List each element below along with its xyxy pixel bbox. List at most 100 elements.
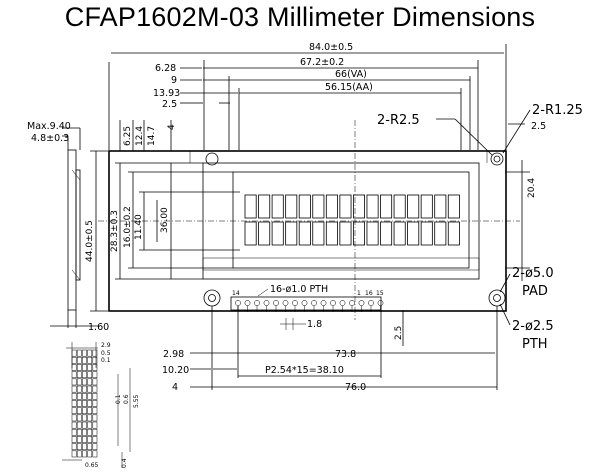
detail-dot	[87, 356, 93, 364]
pin-callout: 16-ø1.0 PTH	[270, 284, 328, 295]
detail-dot	[71, 364, 77, 371]
page-title: CFAP1602M-03 Millimeter Dimensions	[64, 2, 536, 32]
detail-dot	[87, 428, 93, 436]
detail-dot	[92, 400, 98, 407]
character-cell	[393, 221, 406, 246]
detail-dot	[76, 443, 82, 451]
character-cell	[312, 194, 325, 219]
pin-15-label: 15	[376, 290, 384, 297]
detail-dot	[76, 371, 82, 379]
character-detail	[71, 349, 98, 458]
detail-dot	[82, 400, 87, 407]
character-cell	[407, 194, 420, 219]
dim-r-offset: 2.5	[531, 121, 546, 132]
pin-16-label: 16	[365, 290, 373, 297]
detail-dot	[71, 356, 77, 364]
detail-05: 0.5	[101, 350, 111, 357]
dim-1393: 13.93	[153, 88, 180, 99]
pin-hole	[301, 300, 308, 306]
callout-pth-diameter: 2-ø2.5	[512, 319, 554, 334]
dim-4-bottom: 4	[172, 382, 178, 393]
detail-dot	[82, 385, 87, 393]
pin-hole	[330, 300, 336, 306]
callout-pad-diameter: 2-ø5.0	[512, 266, 554, 281]
pin-header-outline	[230, 296, 382, 311]
left-vertical-dimensions	[90, 120, 530, 312]
dim-width-66: 66(VA)	[335, 69, 367, 80]
dim-124: 12.4	[135, 126, 145, 146]
detail-dot	[76, 349, 82, 357]
dim-pin-offset: 2.5	[394, 326, 404, 340]
character-cell	[407, 221, 420, 246]
pin-1-label: 1	[357, 290, 361, 297]
dim-625: 6.25	[123, 126, 133, 146]
detail-dot	[92, 443, 98, 451]
detail-dot	[76, 392, 82, 400]
detail-dot	[82, 443, 87, 451]
callout-pad-label: PAD	[522, 284, 548, 299]
pin-hole	[263, 300, 270, 306]
detail-dot	[71, 443, 77, 451]
character-cell	[366, 221, 379, 246]
character-cell	[258, 221, 271, 246]
pin-14-label: 14	[232, 290, 240, 297]
detail-dot	[76, 378, 82, 386]
character-cell	[312, 221, 325, 246]
detail-dot	[71, 436, 77, 443]
lcd-character-grid	[244, 194, 460, 246]
detail-dot	[87, 400, 93, 407]
detail-dot	[71, 371, 77, 379]
detail-dot	[76, 414, 82, 422]
top-dimension-lines	[108, 44, 507, 150]
detail-dot	[87, 378, 93, 386]
dim-height-16: 16.0±0.2	[123, 206, 133, 248]
pin-hole	[273, 300, 279, 306]
detail-dot	[71, 378, 77, 386]
dim-width-67: 67.2±0.2	[300, 57, 344, 68]
dim-760: 76.0	[345, 382, 366, 393]
detail-dot	[82, 349, 87, 357]
dim-height-11: 11.40	[134, 214, 144, 240]
character-cell	[380, 194, 393, 219]
character-cell	[434, 194, 447, 219]
detail-dot	[82, 428, 87, 436]
detail-dot	[82, 450, 87, 458]
pin-hole	[311, 300, 317, 306]
pin-hole	[235, 300, 241, 306]
detail-dot	[76, 428, 82, 436]
detail-dot	[71, 385, 77, 393]
detail-dot	[76, 436, 82, 443]
dim-board-thickness: 4.8±0.3	[31, 133, 69, 144]
detail-dot	[71, 392, 77, 400]
detail-v01: 0.1	[115, 394, 122, 404]
detail-dot	[82, 421, 87, 429]
detail-dot	[82, 378, 87, 386]
pin-hole	[320, 300, 327, 306]
detail-v06: 0.6	[123, 394, 130, 404]
detail-dot	[71, 349, 77, 357]
detail-dot	[82, 356, 87, 364]
dim-147: 14.7	[147, 126, 157, 146]
dim-160: 1.60	[88, 322, 109, 333]
character-cell	[352, 221, 365, 246]
character-cell	[447, 221, 460, 246]
character-cell	[420, 194, 433, 219]
pin-hole	[339, 300, 346, 306]
detail-dot	[76, 400, 82, 407]
dim-4: 4	[167, 124, 177, 130]
dim-height-44: 44.0±0.5	[85, 220, 95, 262]
detail-065: 0.65	[85, 462, 99, 469]
detail-dot	[92, 371, 98, 379]
detail-dot	[76, 364, 82, 371]
detail-dot	[87, 392, 93, 400]
pin-hole	[349, 300, 355, 306]
detail-dot	[87, 349, 93, 357]
character-cell	[271, 221, 284, 246]
pin-hole	[368, 300, 374, 306]
character-cell	[325, 194, 338, 219]
pin-hole	[377, 300, 384, 306]
detail-dot	[82, 407, 87, 415]
character-cell	[271, 194, 284, 219]
detail-dot	[92, 436, 98, 443]
